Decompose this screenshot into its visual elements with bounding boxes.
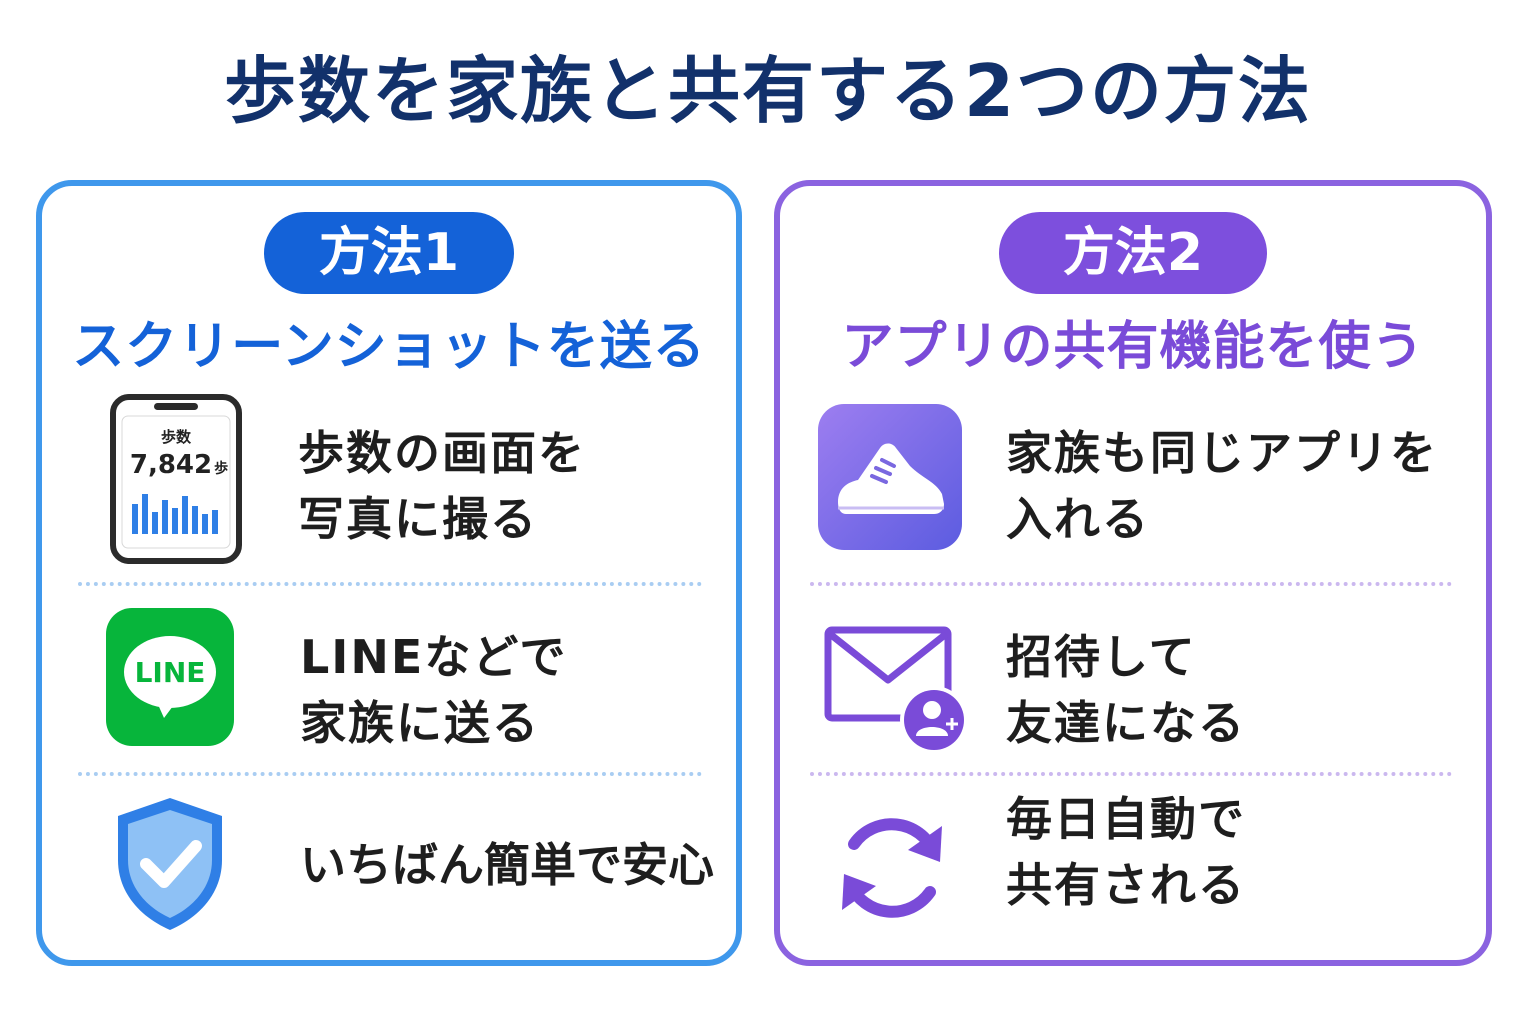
method1-subtitle: スクリーンショットを送る [72,317,706,377]
phone-steps-unit: 歩 [214,461,229,477]
method2-card: 方法2 アプリの共有機能を使う 家族も同じアプリを 入れる [774,180,1492,966]
method2-item-1: 家族も同じアプリを 入れる [780,386,1486,576]
sync-icon [830,806,954,930]
method1-item-2: LINE LINEなどで 家族に送る [42,596,736,786]
page-title: 歩数を家族と共有する2つの方法 [223,49,1313,133]
divider [78,772,702,776]
method2-subtitle: アプリの共有機能を使う [841,317,1425,377]
method2-item-2: 招待して 友達になる [780,596,1486,786]
method2-item-3-text: 毎日自動で 共有される [1006,792,1246,912]
shoe-app-icon [818,404,962,550]
phone-steps-value: 7,842 [129,450,213,480]
method1-item-3: いちばん簡単で安心 [42,786,736,976]
method1-card: 方法1 スクリーンショットを送る 歩数 [36,180,742,966]
divider [810,772,1452,776]
divider [78,582,702,586]
line-app-icon: LINE [106,608,234,746]
method2-item-2-text: 招待して 友達になる [1006,630,1246,750]
invite-mail-icon [824,626,974,756]
method1-item-3-text: いちばん簡単で安心 [300,838,714,892]
line-logo-text: LINE [134,656,206,689]
method1-item-1-text: 歩数の画面を 写真に撮る [298,426,586,546]
method2-item-1-text: 家族も同じアプリを 入れる [1006,426,1438,546]
shield-check-icon [110,794,230,934]
method1-item-2-text: LINEなどで 家族に送る [300,630,568,750]
method2-badge: 方法2 [999,212,1267,294]
phone-steps-label: 歩数 [160,428,191,446]
method1-badge: 方法1 [264,212,514,294]
method2-item-3: 毎日自動で 共有される [780,786,1486,976]
divider [810,582,1452,586]
